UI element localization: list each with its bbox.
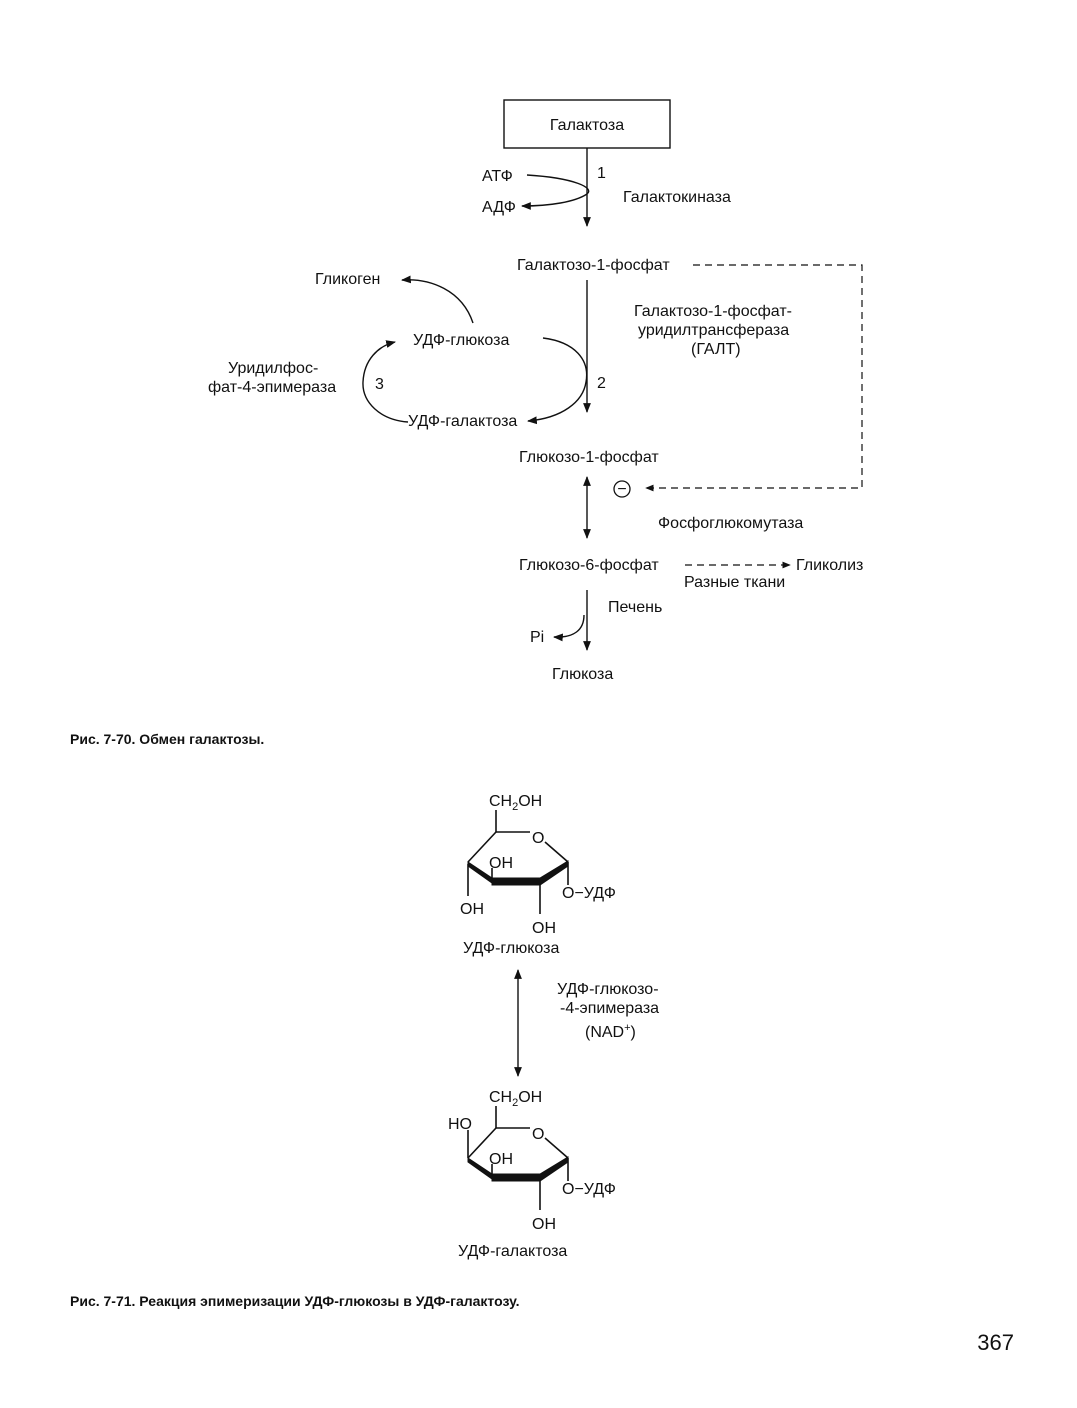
step2-number: 2 <box>597 375 606 392</box>
o-udp-label: O−УДФ <box>562 885 616 902</box>
galactose-label: Галактоза <box>550 117 624 134</box>
epimerase-line2: фат-4-эпимераза <box>208 379 336 396</box>
c3-oh-label: OH <box>489 1151 513 1168</box>
glycogen-label: Гликоген <box>315 271 380 288</box>
udp-glucose-name: УДФ-глюкоза <box>463 940 559 957</box>
pi-release-curve <box>553 614 585 642</box>
c5-c4-bond <box>467 831 497 863</box>
c2-oh-label: OH <box>532 1216 556 1233</box>
udp-galactose-name: УДФ-галактоза <box>458 1243 567 1260</box>
inhibition-sign: − <box>617 481 626 498</box>
o-udp-label: O−УДФ <box>562 1181 616 1198</box>
galt-line3: (ГАЛТ) <box>691 341 741 358</box>
o-c1-bond <box>544 1137 569 1159</box>
epimerase-enzyme-line2: -4-эпимераза <box>560 1000 659 1017</box>
pi-label: Pi <box>530 629 544 646</box>
epimerase-cycle-arrow <box>362 340 409 423</box>
ring-oxygen: O <box>532 830 544 847</box>
udp-galactose-structure: CH2OH O HO O−УДФ OH OH УДФ-галактоза <box>448 1089 616 1260</box>
phosphoglucomutase-label: Фосфоглюкомутаза <box>658 515 803 532</box>
epimerase-enzyme-line1: УДФ-глюкозо- <box>557 981 659 998</box>
c3-oh-label: OH <box>489 855 513 872</box>
inhibition-dashed-line <box>645 264 863 492</box>
inhibition-circle <box>613 480 631 498</box>
galt-line2: уридилтрансфераза <box>638 322 789 339</box>
galactose-metabolism-scheme: Галактоза АТФ АДФ 1 Галактокиназа Галакт… <box>208 99 863 683</box>
c4-ho-label: HO <box>448 1116 472 1133</box>
c4-oh-label: OH <box>460 901 484 918</box>
atp-adp-curve <box>521 174 590 210</box>
galactose-1-phosphate-label: Галактозо-1-фосфат <box>517 257 670 274</box>
page-number: 367 <box>977 1330 1014 1355</box>
step3-number: 3 <box>375 376 384 393</box>
glucose-6-phosphate-label: Глюкозо-6-фосфат <box>519 557 659 574</box>
various-tissues-label: Разные ткани <box>684 574 785 591</box>
ring-oxygen: O <box>532 1126 544 1143</box>
c2-c1-wedge <box>539 1156 569 1182</box>
liver-label: Печень <box>608 599 662 616</box>
o-c1-bond <box>544 841 569 863</box>
figure-7-70-caption: Рис. 7-70. Обмен галактозы. <box>70 731 264 747</box>
udp-glucose-structure: CH2OH O O−УДФ OH OH OH УДФ-глюкоза <box>460 793 616 957</box>
c5-c4-bond <box>467 1127 497 1159</box>
c2-oh-label: OH <box>532 920 556 937</box>
galt-line1: Галактозо-1-фосфат- <box>634 303 792 320</box>
adp-label: АДФ <box>482 199 516 216</box>
c2-c1-wedge <box>539 860 569 886</box>
galactokinase-label: Галактокиназа <box>623 189 731 206</box>
glucose-1-phosphate-label: Глюкозо-1-фосфат <box>519 449 659 466</box>
ch2oh-label: CH2OH <box>489 793 542 813</box>
udp-exchange-curve <box>527 337 588 425</box>
c3-c2-bold-bond <box>491 877 541 886</box>
step1-number: 1 <box>597 165 606 182</box>
udp-galactose-label: УДФ-галактоза <box>408 413 517 430</box>
glucose-label: Глюкоза <box>552 666 613 683</box>
udp-glucose-to-glycogen-arrow <box>401 275 474 324</box>
udp-glucose-label: УДФ-глюкоза <box>413 332 509 349</box>
figure-7-71-caption: Рис. 7-71. Реакция эпимеризации УДФ-глюк… <box>70 1293 520 1309</box>
c3-c2-bold-bond <box>491 1173 541 1182</box>
epimerase-line1: Уридилфос- <box>228 360 318 377</box>
nad-cofactor-label: (NAD+) <box>585 1022 636 1041</box>
ch2oh-label: CH2OH <box>489 1089 542 1109</box>
atp-label: АТФ <box>482 168 513 185</box>
glycolysis-label: Гликолиз <box>796 557 863 574</box>
